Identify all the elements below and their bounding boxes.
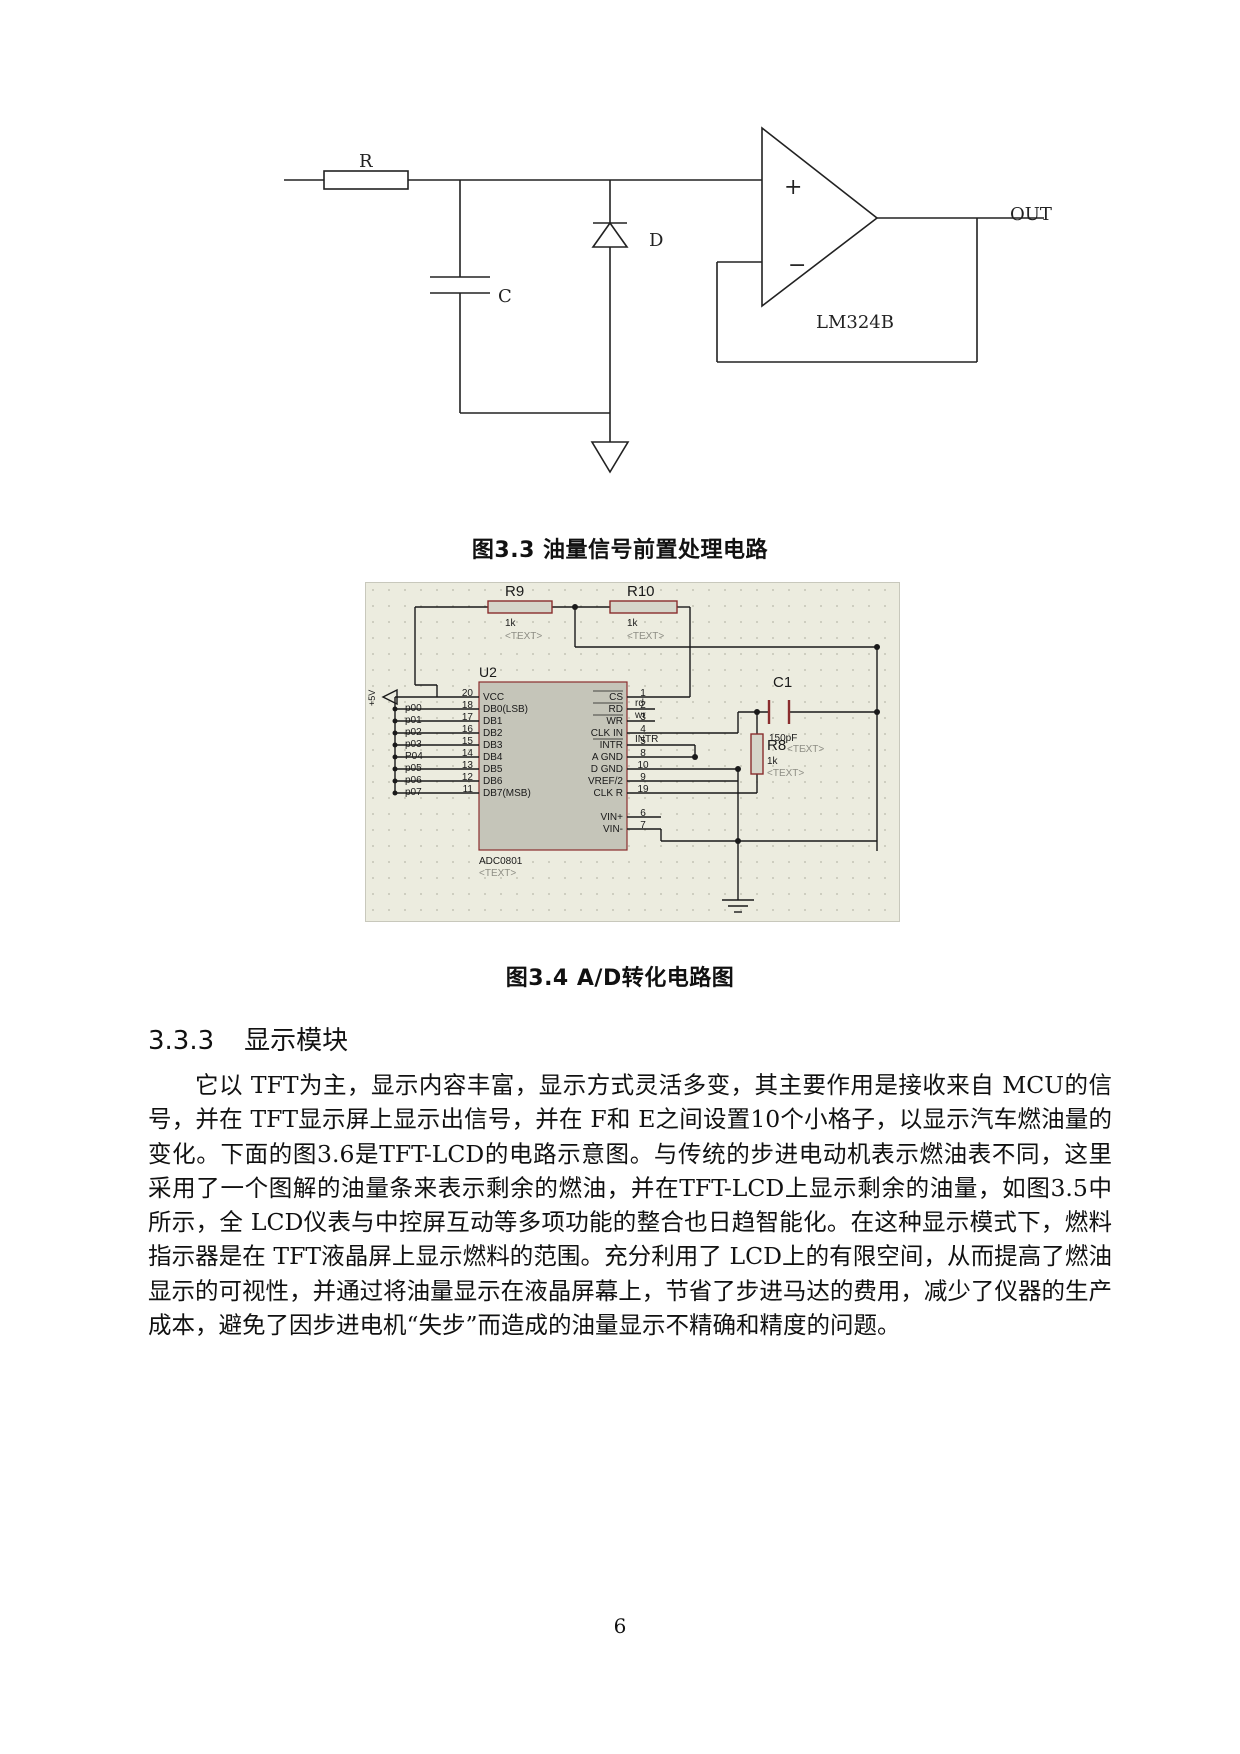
right-pin-number: 5 [640, 736, 646, 747]
section-heading: 3.3.3 显示模块 [148, 1020, 348, 1057]
r8-value: 1k [767, 756, 779, 767]
left-pin-number: 16 [462, 724, 474, 735]
right-pin-name: CLK R [594, 788, 623, 799]
left-pin-number: 15 [462, 736, 474, 747]
left-pin-name: DB7(MSB) [483, 788, 531, 799]
body-paragraph: 它以 TFT为主，显示内容丰富，显示方式灵活多变，其主要作用是接收来自 MCU的… [148, 1071, 1112, 1340]
left-pin-net: p05 [405, 763, 422, 774]
label-c: C [498, 286, 512, 307]
left-pin-name: DB4 [483, 752, 503, 763]
c1-value: 150pF [769, 733, 797, 744]
right-pin-number: 1 [640, 688, 646, 699]
page-number: 6 [613, 1614, 627, 1638]
left-pin-net: p06 [405, 775, 422, 786]
left-pin-net: p07 [405, 787, 422, 798]
left-pin-net: P04 [405, 751, 423, 762]
vcc-net-label: +5V [367, 690, 377, 706]
left-pin-number: 13 [462, 760, 474, 771]
left-pin-net: p01 [405, 715, 422, 726]
right-pin-name: D GND [591, 764, 623, 775]
r10-text: <TEXT> [627, 631, 664, 642]
label-out: OUT [1010, 204, 1052, 225]
left-pin-name: VCC [483, 692, 504, 703]
r9-value: 1k [505, 618, 517, 629]
adc-chip-body [478, 681, 628, 851]
right-pin-number: 6 [640, 808, 646, 819]
left-pin-net: p02 [405, 727, 422, 738]
resistor-r9 [487, 600, 553, 614]
label-r: R [359, 151, 373, 172]
left-pin-name: DB3 [483, 740, 503, 751]
right-pin-number: 2 [640, 700, 646, 711]
r8-label: R8 [767, 737, 786, 754]
c1-text: <TEXT> [787, 744, 824, 755]
r10-label: R10 [627, 583, 655, 600]
left-pin-number: 18 [462, 700, 474, 711]
right-pin-name: CLK IN [591, 728, 623, 739]
net-intr: INTR [635, 734, 658, 745]
ground-symbol [590, 441, 630, 474]
left-pin-name: DB1 [483, 716, 503, 727]
right-pin-number: 9 [640, 772, 646, 783]
u2-label: U2 [479, 664, 497, 680]
chip-name: ADC0801 [479, 856, 523, 867]
label-d: D [649, 230, 663, 251]
left-pin-name: DB5 [483, 764, 503, 775]
left-pin-name: DB2 [483, 728, 503, 739]
section-title: 显示模块 [244, 1026, 349, 1056]
left-pin-number: 17 [462, 712, 474, 723]
vcc-arrow [381, 688, 398, 706]
r8-text: <TEXT> [767, 768, 804, 779]
figure-3-4-schematic: R9 1k <TEXT> R10 1k <TEXT> C1 150pF <TEX… [365, 582, 900, 922]
opamp-lm324b [761, 126, 879, 308]
left-pin-name: DB0(LSB) [483, 704, 528, 715]
adc-left-pins: 20 VCC 18 DB0(LSB) p00 17 DB1 p01 16 DB2 p02 15 DB3 p… [405, 688, 531, 799]
diode-d [591, 221, 629, 248]
right-pin-name: RD [609, 704, 623, 715]
figure-3-4-caption: 图3.4 A/D转化电路图 [505, 966, 735, 991]
left-pin-name: DB6 [483, 776, 503, 787]
resistor-r10 [609, 600, 678, 614]
left-pin-net: p03 [405, 739, 422, 750]
left-pin-number: 12 [462, 772, 474, 783]
net-wr: wr [634, 710, 646, 721]
resistor-r [323, 170, 409, 190]
left-pin-number: 14 [462, 748, 474, 759]
right-pin-name: WR [606, 716, 623, 727]
right-pin-name: INTR [600, 740, 623, 751]
resistor-r8 [750, 733, 764, 775]
left-pin-net: p00 [405, 703, 422, 714]
right-pin-name: CS [609, 692, 623, 703]
left-pin-number: 11 [463, 784, 474, 795]
right-pin-number: 3 [640, 712, 646, 723]
right-pin-number: 4 [640, 724, 646, 735]
figure-3-3-circuit: R C D OUT + − LM324B [284, 126, 1052, 474]
r9-text: <TEXT> [505, 631, 542, 642]
right-pin-number: 10 [637, 760, 649, 771]
r9-label: R9 [505, 583, 524, 600]
label-minus: − [788, 253, 806, 278]
label-plus: + [784, 175, 802, 200]
r10-value: 1k [627, 618, 639, 629]
right-pin-number: 8 [640, 748, 646, 759]
label-opamp: LM324B [816, 312, 894, 333]
net-rd: rd [635, 698, 644, 709]
left-pin-number: 20 [462, 688, 474, 699]
c1-label: C1 [773, 674, 792, 691]
right-pin-number: 19 [637, 784, 649, 795]
section-number: 3.3.3 [148, 1026, 215, 1056]
right-pin-name: VIN+ [600, 812, 623, 823]
right-pin-name: A GND [592, 752, 623, 763]
figure-3-3-caption: 图3.3 油量信号前置处理电路 [471, 538, 769, 563]
right-pin-name: VIN- [603, 824, 623, 835]
chip-text: <TEXT> [479, 868, 516, 879]
right-pin-number: 7 [640, 820, 646, 831]
right-pin-name: VREF/2 [588, 776, 623, 787]
